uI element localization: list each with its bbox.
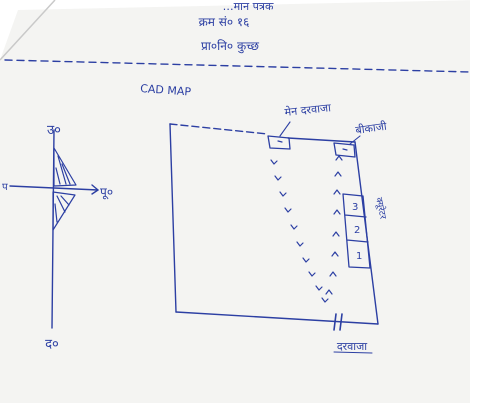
plan-top-wall <box>169 123 269 135</box>
entry-box <box>267 135 291 150</box>
header-line-1: क्रम सं० १६ <box>199 15 250 29</box>
gate-marks <box>333 313 343 331</box>
route-arrow <box>333 209 341 215</box>
exit-label-leader <box>349 135 361 145</box>
route-arrow <box>332 231 340 237</box>
exit-box <box>333 142 356 158</box>
numbered-boxes: 3 2 1 <box>342 193 371 269</box>
header-line-2: प्रा०नि० कुच्छ <box>201 39 259 54</box>
route-arrow <box>334 171 342 177</box>
route-arrow <box>331 251 339 257</box>
site-plan: 3 2 1 <box>169 101 389 354</box>
compass-south-wedge <box>52 191 76 231</box>
route-arrow <box>321 297 329 303</box>
box-stack-outline <box>342 193 371 269</box>
box-label-1: 1 <box>356 251 362 262</box>
compass-horizontal-axis <box>9 185 99 191</box>
exit-label: बीकाजी <box>355 120 388 137</box>
entry-box-mark <box>277 140 283 143</box>
route-arrow <box>296 241 304 247</box>
gate-label: दरवाजा <box>337 340 367 353</box>
route-arrow <box>329 271 337 277</box>
entry-route-arrows <box>270 159 329 303</box>
route-arrow <box>308 271 316 277</box>
plan-left-wall <box>169 123 177 313</box>
entry-label: मेन दरवाजा <box>284 101 332 119</box>
compass-south-label: द० <box>45 337 59 352</box>
route-arrow <box>325 289 333 295</box>
compass-north-wedge <box>53 147 77 187</box>
compass-east-arrow <box>91 184 99 195</box>
gate-label-underline <box>333 351 373 354</box>
plan-bottom-wall <box>175 311 379 325</box>
route-arrow <box>274 175 282 181</box>
route-arrow <box>333 189 341 195</box>
box-label-3: 3 <box>352 202 358 213</box>
header-line-top: …मान पत्रक <box>223 0 274 13</box>
plan-top-wall-right <box>287 137 356 143</box>
map-title: CAD MAP <box>140 82 192 99</box>
box-label-2: 2 <box>354 225 360 236</box>
exit-box-mark <box>342 148 348 151</box>
compass: उ० पू० द० प <box>2 123 113 352</box>
entry-label-leader <box>279 121 291 137</box>
route-arrow <box>270 159 278 165</box>
route-arrow <box>302 257 310 263</box>
compass-north-label: उ० <box>47 123 61 138</box>
route-arrow <box>315 285 323 291</box>
route-arrow <box>335 155 343 161</box>
compass-west-label: प <box>2 182 8 193</box>
route-arrow <box>279 191 287 197</box>
compass-east-label: पू० <box>100 185 113 200</box>
route-arrow <box>290 224 298 230</box>
header-notes: …मान पत्रक क्रम सं० १६ प्रा०नि० कुच्छ <box>199 0 274 54</box>
road-dashed-line <box>4 59 471 73</box>
exit-route-arrows <box>325 155 343 295</box>
route-arrow <box>284 207 292 213</box>
